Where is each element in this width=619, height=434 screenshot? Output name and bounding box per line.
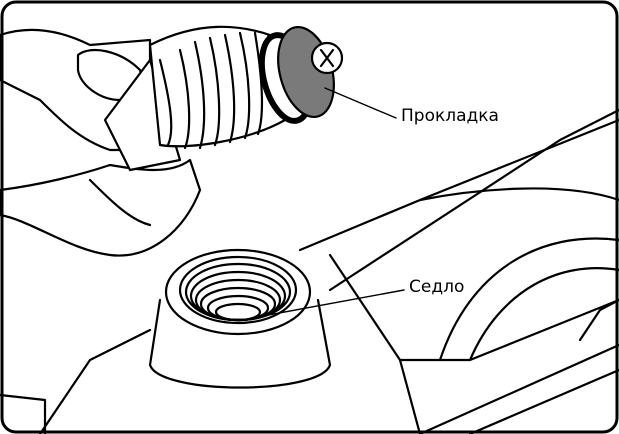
hand <box>0 28 202 257</box>
seat-leader-line <box>251 289 405 319</box>
cylinder-head-surface <box>0 108 619 434</box>
spark-plug <box>103 25 344 172</box>
gasket-leader-line <box>324 87 397 119</box>
gasket-label: Прокладка <box>401 106 499 126</box>
spark-plug-seat-boss <box>148 248 332 389</box>
seat-label: Седло <box>409 277 465 297</box>
